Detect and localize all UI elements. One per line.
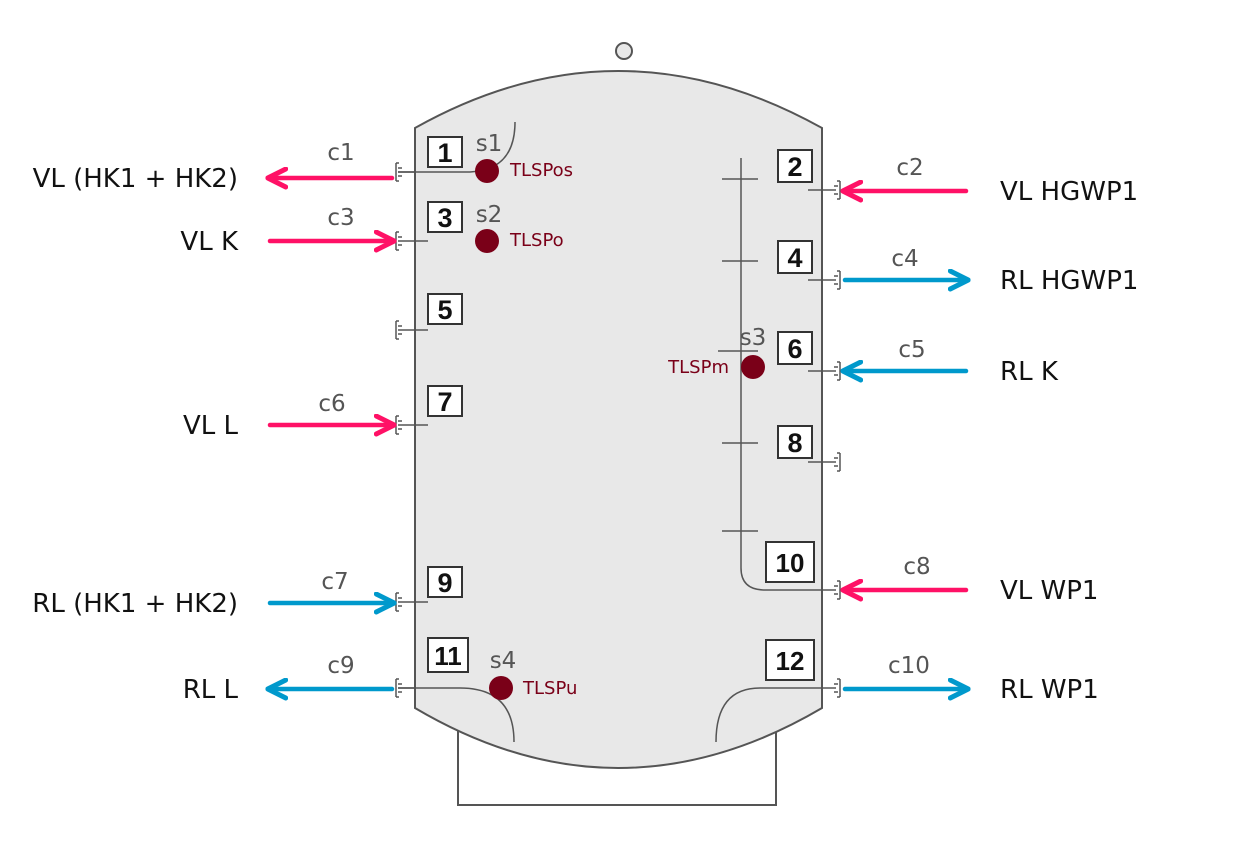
sensor-id: s2: [476, 202, 503, 228]
internal-riser-pipe: [718, 158, 822, 591]
connection-id: c9: [327, 653, 354, 679]
connection-id: c4: [891, 246, 918, 272]
port-3: 3: [395, 201, 463, 251]
port-box: [777, 240, 813, 274]
port-number: 8: [787, 428, 802, 458]
port-box: [427, 136, 463, 168]
sensor-dot: [475, 159, 499, 183]
port-flange: [808, 270, 841, 290]
connection-c4: c4 RL HGWP1: [842, 246, 1138, 296]
port-box: [777, 149, 813, 183]
connection-label: VL L: [183, 411, 239, 441]
storage-tank-body: [414, 70, 823, 769]
connection-label: RL WP1: [1000, 675, 1099, 705]
sensor-id: s4: [490, 648, 517, 674]
port-number: 10: [776, 548, 805, 578]
port-number: 1: [437, 138, 452, 168]
port-flange: [395, 320, 428, 340]
connection-label: VL WP1: [1000, 576, 1098, 606]
port-flange: [808, 361, 841, 381]
connection-label: RL HGWP1: [1000, 266, 1138, 296]
connection-c3: c3 VL K: [180, 205, 392, 257]
port-8: 8: [777, 425, 841, 472]
sensor-id: s1: [476, 131, 503, 157]
connection-c8: c8 VL WP1: [845, 554, 1098, 606]
port-number: 4: [787, 243, 802, 273]
connection-c10: c10 RL WP1: [842, 653, 1099, 705]
port-box: [427, 201, 463, 233]
port-number: 6: [787, 334, 802, 364]
connection-label: VL K: [180, 227, 239, 257]
port-box: [777, 331, 813, 365]
port-box: [765, 639, 815, 681]
sensor-name: TLSPos: [509, 160, 573, 181]
sensor-name: TLSPm: [667, 357, 729, 378]
tank-vent: [615, 42, 633, 60]
sensor-dot: [741, 355, 765, 379]
connection-id: c7: [321, 569, 348, 595]
port-11: 11: [395, 637, 469, 698]
port-box: [765, 541, 815, 583]
port-box: [427, 566, 463, 598]
port-number: 9: [437, 568, 452, 598]
port-flange: [822, 580, 841, 600]
connection-c2: c2 VL HGWP1: [845, 155, 1138, 207]
sensor-name: TLSPo: [509, 230, 564, 251]
connection-label: VL (HK1 + HK2): [33, 164, 238, 194]
port-flange: [395, 678, 415, 698]
port-number: 12: [776, 646, 805, 676]
port-number: 5: [437, 295, 452, 325]
port-2: 2: [777, 149, 841, 200]
port-flange: [808, 452, 841, 472]
port-flange: [808, 180, 841, 200]
port-number: 11: [434, 641, 462, 671]
port-number: 3: [437, 203, 452, 233]
connection-label: RL (HK1 + HK2): [32, 589, 238, 619]
connection-id: c10: [888, 653, 930, 679]
port-flange: [395, 162, 415, 182]
connection-id: c5: [898, 337, 925, 363]
connection-c7: c7 RL (HK1 + HK2): [32, 569, 392, 619]
sensor-name: TLSPu: [522, 678, 577, 699]
port-box: [427, 385, 463, 417]
port-box: [427, 293, 463, 325]
connection-label: RL L: [183, 675, 239, 705]
connection-label: RL K: [1000, 357, 1059, 387]
port-4: 4: [777, 240, 841, 290]
connection-label: VL HGWP1: [1000, 177, 1138, 207]
port-9: 9: [395, 566, 463, 612]
connection-id: c2: [896, 155, 923, 181]
sensor-dot: [475, 229, 499, 253]
port-6: 6: [777, 331, 841, 381]
port-box: [427, 637, 469, 673]
port-box: [777, 425, 813, 459]
sensor-id: s3: [740, 325, 767, 351]
tank-stand: [457, 730, 777, 806]
port-number: 2: [787, 152, 802, 182]
connection-c6: c6 VL L: [183, 391, 392, 441]
port-10: 10: [765, 541, 841, 600]
connection-id: c6: [318, 391, 345, 417]
connection-id: c8: [903, 554, 930, 580]
connection-c1: c1 VL (HK1 + HK2): [33, 140, 395, 194]
connection-c5: c5 RL K: [845, 337, 1059, 387]
port-1: 1: [395, 136, 463, 182]
port-5: 5: [395, 293, 463, 340]
port-7: 7: [395, 385, 463, 435]
connection-c9: c9 RL L: [183, 653, 395, 705]
connection-id: c3: [327, 205, 354, 231]
port-12: 12: [765, 639, 841, 698]
connection-id: c1: [327, 140, 354, 166]
port-number: 7: [437, 387, 452, 417]
port-flange: [822, 678, 841, 698]
sensor-dot: [489, 676, 513, 700]
